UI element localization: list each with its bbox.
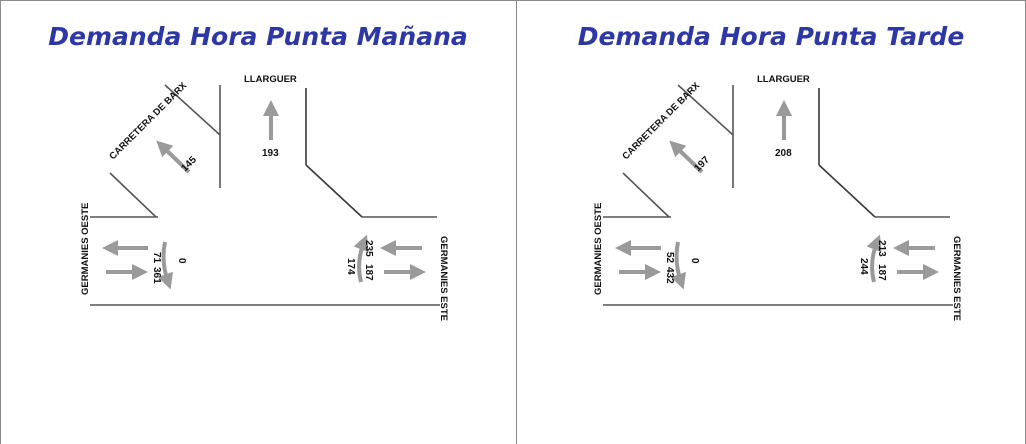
flow-value-este-turn: 244	[858, 258, 869, 275]
intersection-diagram-evening: CARRETERA DE BARX LLARGUER GERMANIES OES…	[593, 74, 962, 321]
flow-value-oeste-top: 71	[151, 252, 162, 264]
street-label-este: GERMANIES ESTE	[951, 236, 962, 321]
flow-value-oeste-bottom: 432	[664, 267, 675, 284]
intersection-diagram-morning: CARRETERA DE BARX LLARGUER GERMANIES OES…	[80, 74, 449, 321]
road-edge-oeste-upper	[109, 172, 157, 218]
road-edge-llarguer-diag	[818, 164, 876, 218]
flow-value-este-top: 235	[363, 240, 374, 257]
flow-value-oeste-turn: 0	[689, 258, 700, 264]
flow-value-barx: 197	[692, 154, 712, 174]
road-lines	[90, 84, 440, 306]
panel-morning: Demanda Hora Punta Mañana	[48, 22, 468, 321]
road-edge-barx-left	[677, 84, 734, 136]
flow-value-este-turn: 174	[345, 258, 356, 275]
panel-evening: Demanda Hora Punta Tarde CAR	[513, 0, 1026, 444]
flow-value-llarguer: 193	[262, 148, 279, 159]
street-label-llarguer: LLARGUER	[244, 74, 297, 85]
arrow-barx	[156, 140, 191, 174]
street-label-barx: CARRETERA DE BARX	[107, 80, 189, 162]
arrow-barx	[669, 140, 704, 174]
road-lines	[603, 84, 953, 306]
flow-value-oeste-top: 52	[664, 252, 675, 264]
flow-value-este-top: 213	[876, 240, 887, 257]
panel-divider	[516, 0, 517, 444]
arrow-oeste-turn	[157, 241, 173, 290]
road-edge-barx-left	[164, 84, 221, 136]
street-label-llarguer: LLARGUER	[757, 74, 810, 85]
flow-value-oeste-turn: 0	[176, 258, 187, 264]
arrow-este-turn	[866, 234, 882, 283]
arrow-este-turn	[353, 234, 369, 283]
arrow-oeste-turn	[670, 241, 686, 290]
road-edge-llarguer-diag	[305, 164, 363, 218]
flow-value-barx: 145	[179, 154, 199, 174]
street-label-este: GERMANIES ESTE	[438, 236, 449, 321]
street-label-oeste: GERMANIES OESTE	[593, 203, 604, 295]
flow-value-este-bottom: 187	[363, 264, 374, 281]
flow-value-este-bottom: 187	[876, 264, 887, 281]
street-label-oeste: GERMANIES OESTE	[80, 203, 91, 295]
flow-arrows	[102, 100, 426, 290]
flow-value-llarguer: 208	[775, 148, 792, 159]
flow-arrows	[615, 100, 939, 290]
flow-value-oeste-bottom: 361	[151, 267, 162, 284]
panel-title-evening: Demanda Hora Punta Tarde	[577, 22, 965, 51]
road-edge-oeste-upper	[622, 172, 670, 218]
street-label-barx: CARRETERA DE BARX	[620, 80, 702, 162]
panel-title-morning: Demanda Hora Punta Mañana	[48, 22, 468, 51]
